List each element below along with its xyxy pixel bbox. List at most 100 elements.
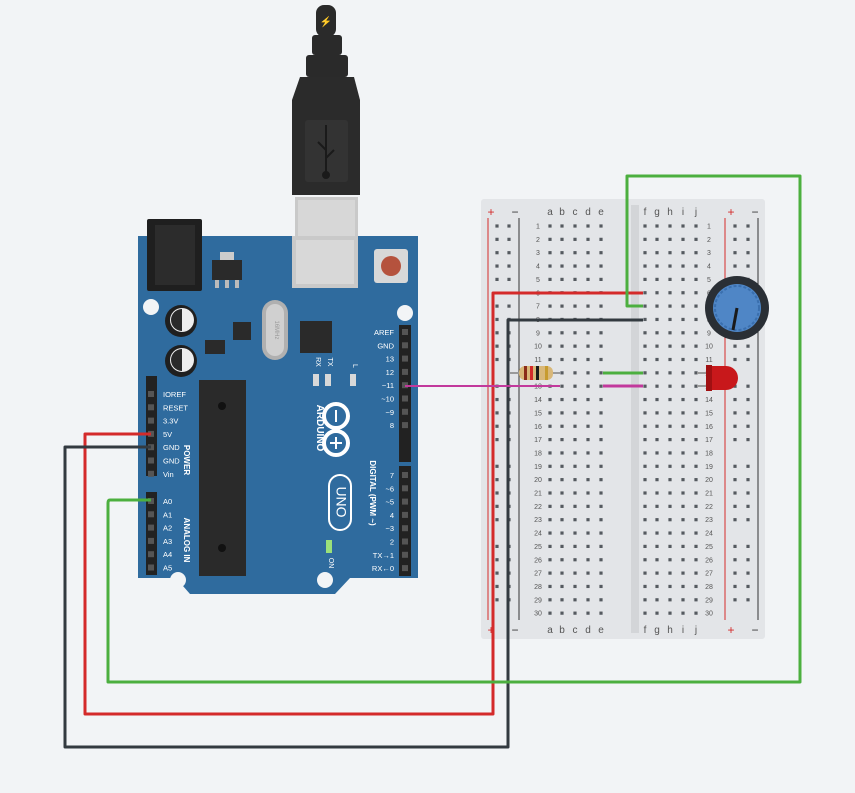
breadboard-hole[interactable] [573,424,577,428]
breadboard-hole[interactable] [560,344,564,348]
header-pin[interactable] [148,511,154,518]
header-pin[interactable] [402,408,408,415]
breadboard-hole[interactable] [681,384,685,388]
breadboard-hole[interactable] [681,438,685,442]
rail-hole[interactable] [495,424,499,428]
breadboard-hole[interactable] [694,224,698,228]
rail-hole[interactable] [495,277,499,281]
breadboard-hole[interactable] [694,317,698,322]
breadboard-hole[interactable] [668,491,672,495]
breadboard-hole[interactable] [694,277,698,281]
breadboard-hole[interactable] [548,598,552,602]
header-pin[interactable] [148,417,154,424]
breadboard-hole[interactable] [560,438,564,442]
breadboard-hole[interactable] [586,384,590,388]
breadboard-hole[interactable] [694,357,698,362]
breadboard-hole[interactable] [655,611,659,615]
breadboard-hole[interactable] [655,384,659,388]
breadboard-hole[interactable] [643,478,647,482]
rail-hole[interactable] [495,224,499,228]
breadboard-hole[interactable] [586,438,590,442]
resistor[interactable] [510,366,560,380]
rail-hole[interactable] [746,384,750,388]
header-pin[interactable] [402,525,408,532]
breadboard-hole[interactable] [681,558,685,562]
breadboard-hole[interactable] [694,544,698,548]
breadboard-hole[interactable] [560,491,564,495]
breadboard-hole[interactable] [681,571,685,575]
breadboard-hole[interactable] [560,611,564,615]
breadboard-hole[interactable] [586,424,590,428]
breadboard-hole[interactable] [655,598,659,602]
breadboard-hole[interactable] [694,451,698,455]
breadboard-hole[interactable] [694,397,698,402]
breadboard-hole[interactable] [681,518,685,522]
breadboard-hole[interactable] [573,531,577,535]
rail-hole[interactable] [733,237,737,241]
breadboard-hole[interactable] [643,424,647,428]
breadboard-hole[interactable] [560,357,564,362]
breadboard-hole[interactable] [643,264,647,268]
breadboard-hole[interactable] [560,478,564,482]
breadboard-hole[interactable] [681,598,685,602]
breadboard-hole[interactable] [599,224,603,228]
rail-hole[interactable] [746,357,750,362]
breadboard-hole[interactable] [560,544,564,548]
breadboard-hole[interactable] [668,344,672,348]
breadboard-hole[interactable] [694,438,698,442]
breadboard-hole[interactable] [643,518,647,522]
rail-hole[interactable] [733,438,737,442]
breadboard-hole[interactable] [655,317,659,322]
breadboard-hole[interactable] [655,224,659,228]
breadboard-hole[interactable] [643,438,647,442]
breadboard-hole[interactable] [643,571,647,575]
breadboard-hole[interactable] [599,357,603,362]
breadboard-hole[interactable] [548,304,552,308]
header-pin[interactable] [402,395,408,402]
breadboard-hole[interactable] [573,544,577,548]
header-pin[interactable] [148,551,154,558]
rail-hole[interactable] [495,237,499,241]
breadboard-hole[interactable] [694,384,698,388]
rail-hole[interactable] [733,424,737,428]
breadboard-hole[interactable] [681,397,685,402]
rail-hole[interactable] [495,438,499,442]
rail-hole[interactable] [733,504,737,508]
breadboard-hole[interactable] [573,411,577,415]
header-pin[interactable] [402,511,408,518]
header-pin[interactable] [402,472,408,478]
breadboard-hole[interactable] [655,451,659,455]
breadboard-hole[interactable] [681,504,685,508]
breadboard-hole[interactable] [681,464,685,468]
rail-hole[interactable] [746,264,750,268]
rail-hole[interactable] [495,584,499,589]
breadboard-hole[interactable] [599,237,603,241]
header-pin[interactable] [148,524,154,531]
rail-hole[interactable] [495,598,499,602]
breadboard-hole[interactable] [655,504,659,508]
breadboard-hole[interactable] [694,611,698,615]
breadboard-hole[interactable] [599,384,603,388]
breadboard-hole[interactable] [560,371,564,375]
rail-hole[interactable] [746,438,750,442]
breadboard-hole[interactable] [643,397,647,402]
breadboard-hole[interactable] [655,237,659,241]
rail-hole[interactable] [746,397,750,402]
breadboard-hole[interactable] [694,518,698,522]
breadboard-hole[interactable] [599,571,603,575]
breadboard-hole[interactable] [586,478,590,482]
breadboard-hole[interactable] [599,504,603,508]
breadboard-hole[interactable] [694,478,698,482]
breadboard-hole[interactable] [548,464,552,468]
breadboard-hole[interactable] [548,264,552,268]
breadboard-hole[interactable] [668,411,672,415]
breadboard-hole[interactable] [694,331,698,335]
breadboard-hole[interactable] [599,397,603,402]
breadboard-hole[interactable] [668,424,672,428]
breadboard-hole[interactable] [643,544,647,548]
breadboard-hole[interactable] [573,331,577,335]
breadboard-hole[interactable] [586,251,590,255]
rail-hole[interactable] [746,544,750,548]
breadboard-hole[interactable] [573,344,577,348]
breadboard-hole[interactable] [548,611,552,615]
